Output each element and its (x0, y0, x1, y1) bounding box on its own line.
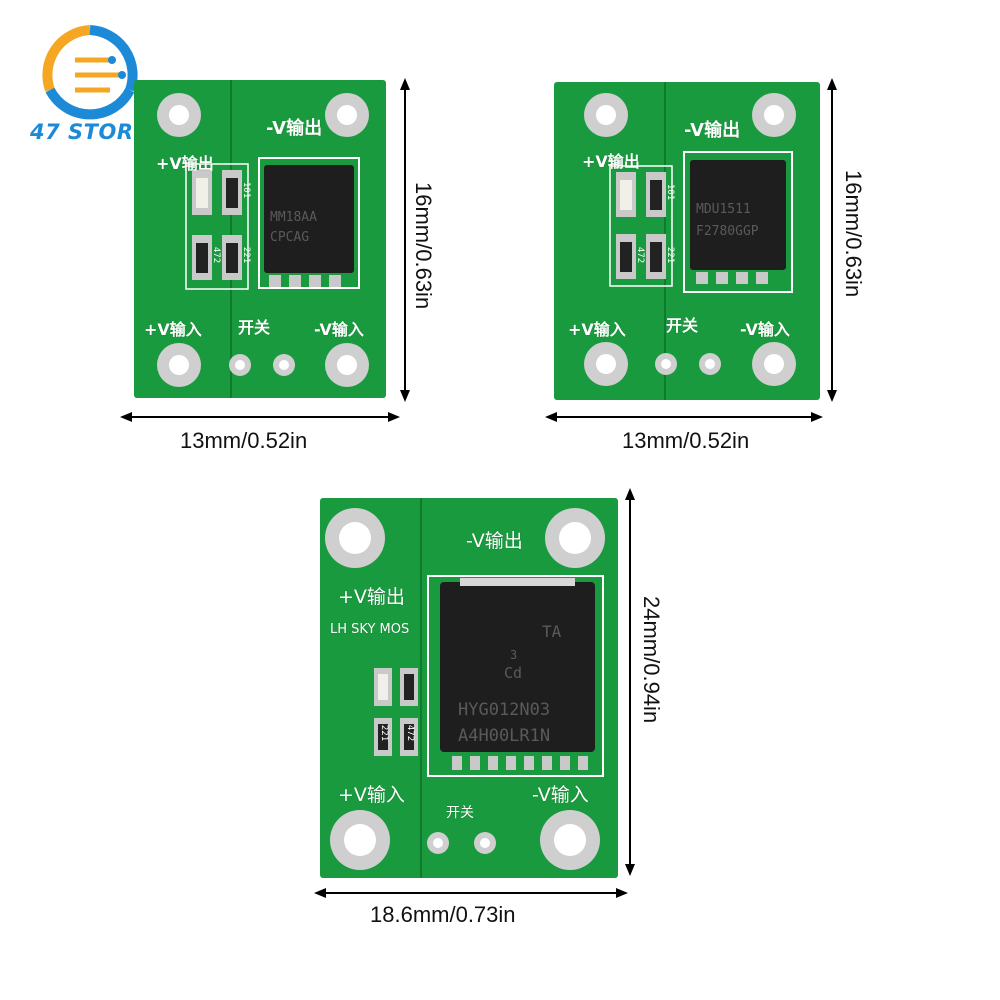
resistor-marking: 101 (665, 183, 676, 201)
chip-marking-line2: A4H00LR1N (458, 726, 551, 746)
chip-marking-mark-a: 3 (510, 648, 518, 662)
store-name: 47 STORE (30, 120, 149, 144)
label-brand: LH SKY MOS (330, 622, 410, 637)
chip-marking-mark-b: Cd (504, 664, 523, 682)
height-dimension-label: 16mm/0.63in (841, 170, 866, 298)
label-output-positive: +V输出 (582, 152, 640, 171)
label-input-positive: +V输入 (338, 784, 405, 806)
resistor-marking: 472 (405, 724, 416, 742)
label-output-negative: -V输出 (684, 120, 741, 141)
chip-marking-line1: MM18AA (270, 210, 317, 225)
label-output-negative: -V输出 (266, 118, 323, 139)
board-module-1: -V输出 +V输出 +V输入 开关 -V输入 MM18AA CPCAG 101 … (134, 80, 386, 398)
board-module-2: -V输出 +V输出 +V输入 开关 -V输入 MDU1511 F2780GGP … (554, 82, 820, 400)
store-logo (30, 20, 150, 160)
board-module-3: -V输出 +V输出 LH SKY MOS +V输入 开关 -V输入 TA 3 C… (320, 498, 618, 878)
label-input-negative: -V输入 (532, 784, 589, 806)
label-switch: 开关 (446, 805, 474, 821)
label-input-positive: +V输入 (568, 320, 626, 339)
label-input-positive: +V输入 (144, 320, 202, 339)
resistor-marking: 221 (379, 724, 390, 742)
label-output-negative: -V输出 (466, 530, 523, 552)
height-dimension-label: 16mm/0.63in (411, 182, 436, 310)
pcb-board (554, 82, 820, 400)
label-switch: 开关 (666, 316, 699, 335)
width-dimension-label: 18.6mm/0.73in (370, 902, 516, 927)
resistor-marking: 221 (665, 246, 676, 264)
height-dimension-label: 24mm/0.94in (639, 596, 664, 724)
chip-marking-line2: F2780GGP (696, 224, 759, 239)
label-switch: 开关 (238, 318, 271, 337)
chip-marking-line2: CPCAG (270, 230, 310, 245)
resistor-marking: 472 (635, 246, 646, 264)
chip-marking-line1: HYG012N03 (458, 700, 551, 720)
chip-marking-line1: MDU1511 (696, 202, 751, 217)
width-dimension-label: 13mm/0.52in (180, 428, 308, 453)
pcb-board (320, 498, 618, 878)
label-output-positive: +V输出 (156, 154, 214, 173)
label-input-negative: -V输入 (740, 320, 790, 339)
pcb-board (134, 80, 386, 398)
width-dimension-label: 13mm/0.52in (622, 428, 750, 453)
label-input-negative: -V输入 (314, 320, 364, 339)
label-output-positive: +V输出 (338, 586, 405, 608)
circuit-logo-icon (42, 25, 138, 120)
chip-marking-top: TA (542, 622, 562, 641)
